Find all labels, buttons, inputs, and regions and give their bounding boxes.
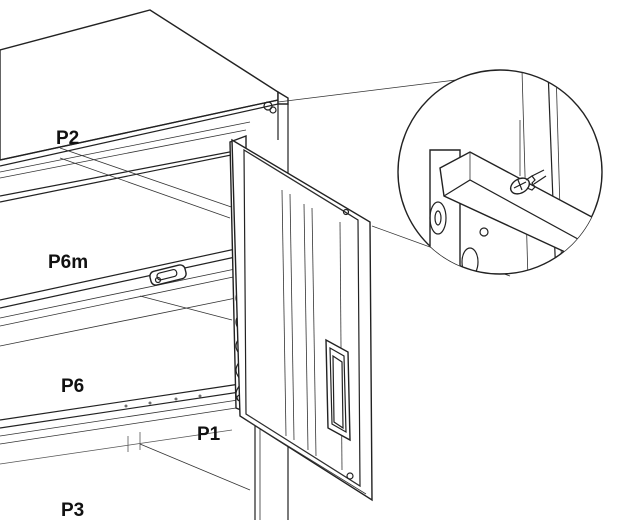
detail-magnifier <box>397 69 603 275</box>
cabinet-door <box>231 138 373 502</box>
part-labels: P2 P6m P6 P1 P3 <box>48 128 221 520</box>
label-p6m: P6m <box>48 252 88 273</box>
shelf-clip <box>149 264 187 286</box>
screw-icon <box>509 120 547 195</box>
label-p1: P1 <box>197 424 221 445</box>
label-p3: P3 <box>61 500 84 520</box>
label-p6: P6 <box>61 376 84 397</box>
cabinet-bottom <box>127 420 261 520</box>
label-p2: P2 <box>56 128 79 149</box>
door-handle <box>325 338 351 442</box>
